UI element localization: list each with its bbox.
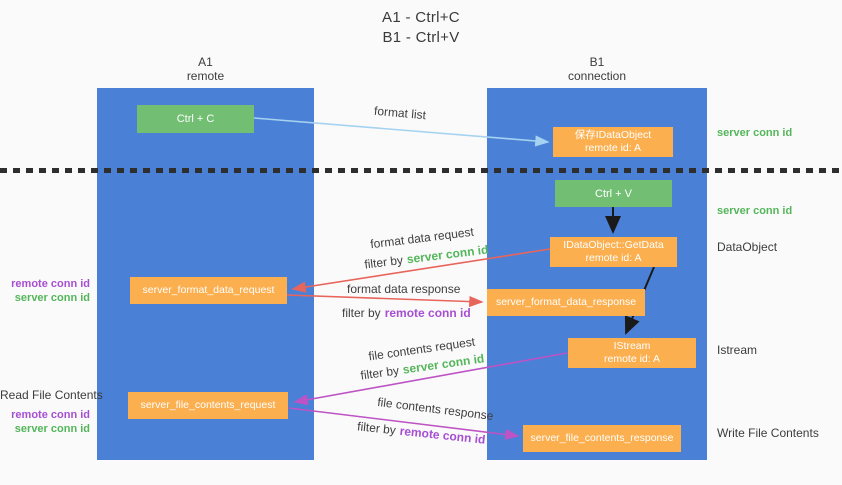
node-istream-line2: remote id: A [603, 353, 661, 365]
label-read-file-contents: Read File Contents [0, 388, 103, 402]
label-istream: Istream [717, 343, 758, 357]
node-save-idataobject: 保存IDataObject remote id: A [553, 127, 673, 157]
node-server-format-data-request: server_format_data_request [130, 277, 287, 304]
label-remote-conn-id-bottom-left: remote conn id [11, 409, 90, 421]
node-file-response-label: server_file_contents_response [530, 432, 674, 444]
node-server-format-data-response: server_format_data_response [487, 289, 645, 316]
arrow-istream-to-file-request [293, 352, 568, 406]
node-save-idataobject-line2: remote id: A [584, 142, 642, 154]
column-a1-name: A1 [198, 55, 213, 69]
node-ctrl-v-label: Ctrl + V [595, 187, 632, 200]
label-server-conn-id-mid-right: server conn id [717, 205, 793, 217]
node-format-request-label: server_format_data_request [142, 284, 275, 296]
column-a1-subtitle: remote [186, 69, 225, 83]
node-idataobject-getdata: IDataObject::GetData remote id: A [550, 237, 677, 267]
arrow-format-request-to-response [286, 294, 484, 308]
label-server-conn-id-top-right: server conn id [717, 127, 793, 139]
filter-by-text: filter by [342, 306, 381, 320]
title-line-2: B1 - Ctrl+V [382, 29, 460, 46]
filter-key-remote-conn-id: remote conn id [384, 306, 471, 320]
edge-label-format-data-response: format data response [347, 282, 461, 296]
node-ctrl-c-label: Ctrl + C [176, 113, 215, 125]
node-save-idataobject-line1: 保存IDataObject [574, 129, 652, 141]
node-getdata-line1: IDataObject::GetData [563, 239, 664, 251]
node-server-file-contents-request: server_file_contents_request [128, 392, 288, 419]
node-format-response-label: server_format_data_response [495, 296, 637, 308]
label-remote-conn-id-top-left: remote conn id [11, 278, 90, 290]
label-dataobject: DataObject [717, 240, 778, 254]
arrow-format-list [253, 117, 550, 147]
node-istream-line1: IStream [613, 340, 651, 352]
label-server-conn-id-bottom-left: server conn id [14, 423, 90, 435]
node-file-request-label: server_file_contents_request [140, 399, 276, 411]
column-header-b1: B1 connection [487, 55, 707, 83]
node-server-file-contents-response: server_file_contents_response [523, 425, 681, 452]
column-b1-subtitle: connection [567, 69, 627, 83]
label-server-conn-id-top-left: server conn id [14, 292, 90, 304]
label-write-file-contents: Write File Contents [717, 426, 819, 440]
node-ctrl-c: Ctrl + C [137, 105, 254, 133]
title-line-1: A1 - Ctrl+C [382, 9, 460, 26]
arrow-getdata-to-format-request [291, 248, 551, 293]
column-b1-name: B1 [589, 55, 605, 69]
node-getdata-line2: remote id: A [585, 252, 642, 264]
node-ctrl-v: Ctrl + V [555, 180, 672, 207]
arrow-file-request-to-response [288, 407, 520, 441]
column-header-a1: A1 remote [97, 55, 314, 83]
dotted-divider-line [0, 168, 842, 173]
diagram-title: A1 - Ctrl+C B1 - Ctrl+V [0, 8, 842, 48]
node-istream: IStream remote id: A [568, 338, 696, 368]
